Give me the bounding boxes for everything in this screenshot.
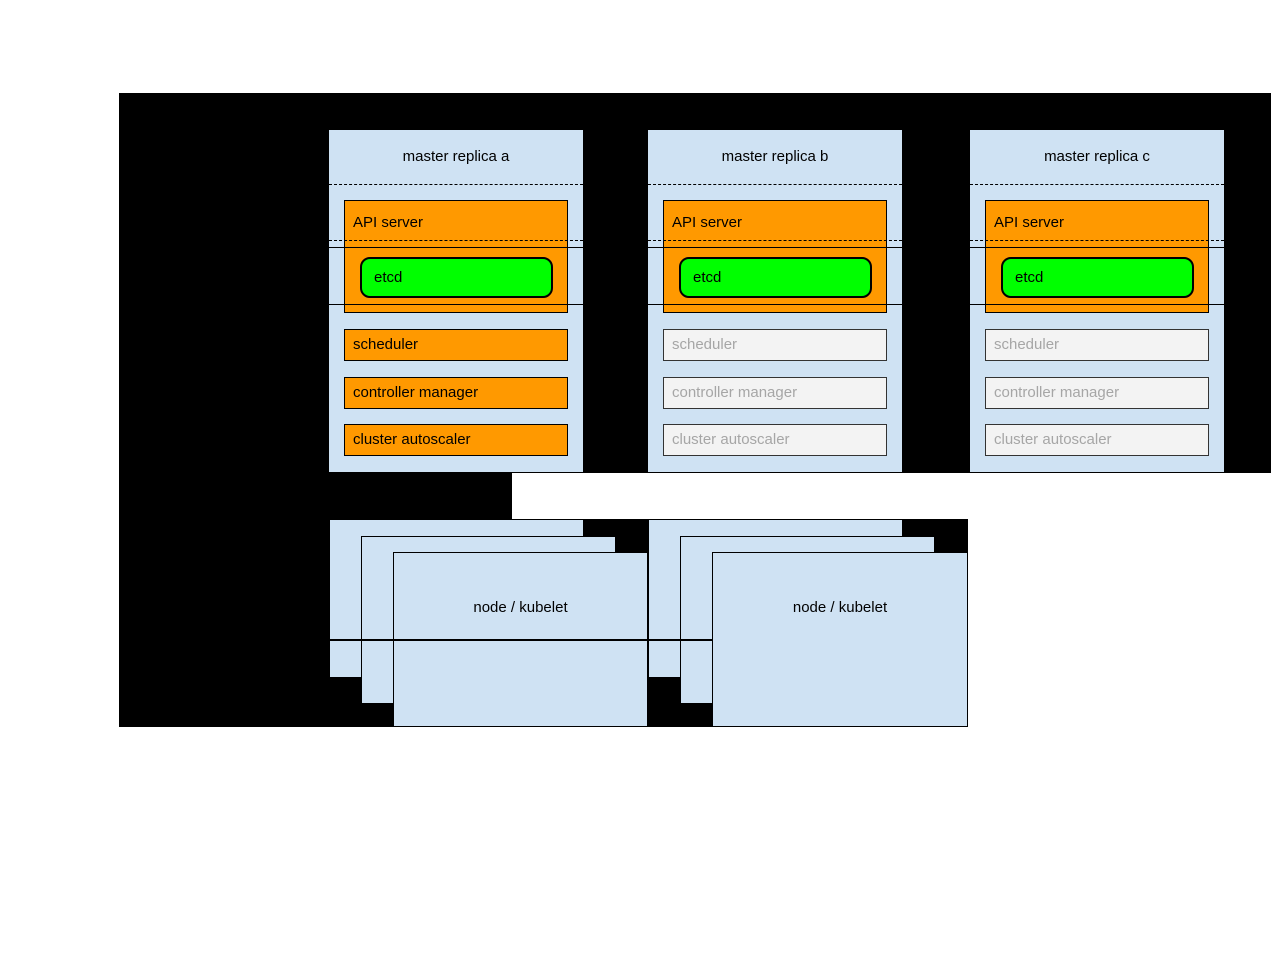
controller-manager-box: controller manager bbox=[663, 377, 887, 409]
api-server-box: API server etcd bbox=[663, 200, 887, 313]
solid-divider bbox=[329, 247, 583, 248]
dashed-divider bbox=[329, 184, 583, 185]
dashed-divider bbox=[970, 240, 1224, 241]
node-divider-line bbox=[329, 639, 712, 641]
api-server-box: API server etcd bbox=[344, 200, 568, 313]
cluster-autoscaler-box: cluster autoscaler bbox=[663, 424, 887, 456]
etcd-label: etcd bbox=[374, 268, 403, 286]
api-server-box: API server etcd bbox=[985, 200, 1209, 313]
etcd-box: etcd bbox=[679, 257, 872, 298]
scheduler-box: scheduler bbox=[985, 329, 1209, 361]
master-replica-b-box: master replica b API server etcd schedul… bbox=[648, 130, 902, 472]
scheduler-box: scheduler bbox=[663, 329, 887, 361]
node-kubelet-label: node / kubelet bbox=[792, 599, 888, 616]
controller-manager-box: controller manager bbox=[985, 377, 1209, 409]
dashed-divider bbox=[648, 184, 902, 185]
replica-title: master replica c bbox=[1044, 148, 1150, 165]
etcd-label: etcd bbox=[693, 268, 722, 286]
solid-divider bbox=[970, 247, 1224, 248]
dashed-divider bbox=[970, 184, 1224, 185]
cluster-autoscaler-box: cluster autoscaler bbox=[344, 424, 568, 456]
node-box-front: node / kubelet bbox=[712, 552, 968, 727]
dashed-divider bbox=[648, 240, 902, 241]
cluster-autoscaler-box: cluster autoscaler bbox=[985, 424, 1209, 456]
solid-divider bbox=[648, 247, 902, 248]
solid-divider bbox=[648, 304, 902, 305]
etcd-box: etcd bbox=[1001, 257, 1194, 298]
api-server-label: API server bbox=[353, 214, 424, 231]
api-server-label: API server bbox=[994, 214, 1065, 231]
replica-title: master replica a bbox=[402, 148, 510, 165]
etcd-label: etcd bbox=[1015, 268, 1044, 286]
node-kubelet-label: node / kubelet bbox=[473, 599, 568, 616]
background-region-left bbox=[119, 473, 512, 519]
solid-divider bbox=[970, 304, 1224, 305]
scheduler-box: scheduler bbox=[344, 329, 568, 361]
controller-manager-box: controller manager bbox=[344, 377, 568, 409]
replica-title: master replica b bbox=[721, 148, 829, 165]
master-replica-c-box: master replica c API server etcd schedul… bbox=[970, 130, 1224, 472]
dashed-divider bbox=[329, 240, 583, 241]
master-replica-a-box: master replica a API server etcd schedul… bbox=[329, 130, 583, 472]
solid-divider bbox=[329, 304, 583, 305]
etcd-box: etcd bbox=[360, 257, 553, 298]
api-server-label: API server bbox=[672, 214, 743, 231]
